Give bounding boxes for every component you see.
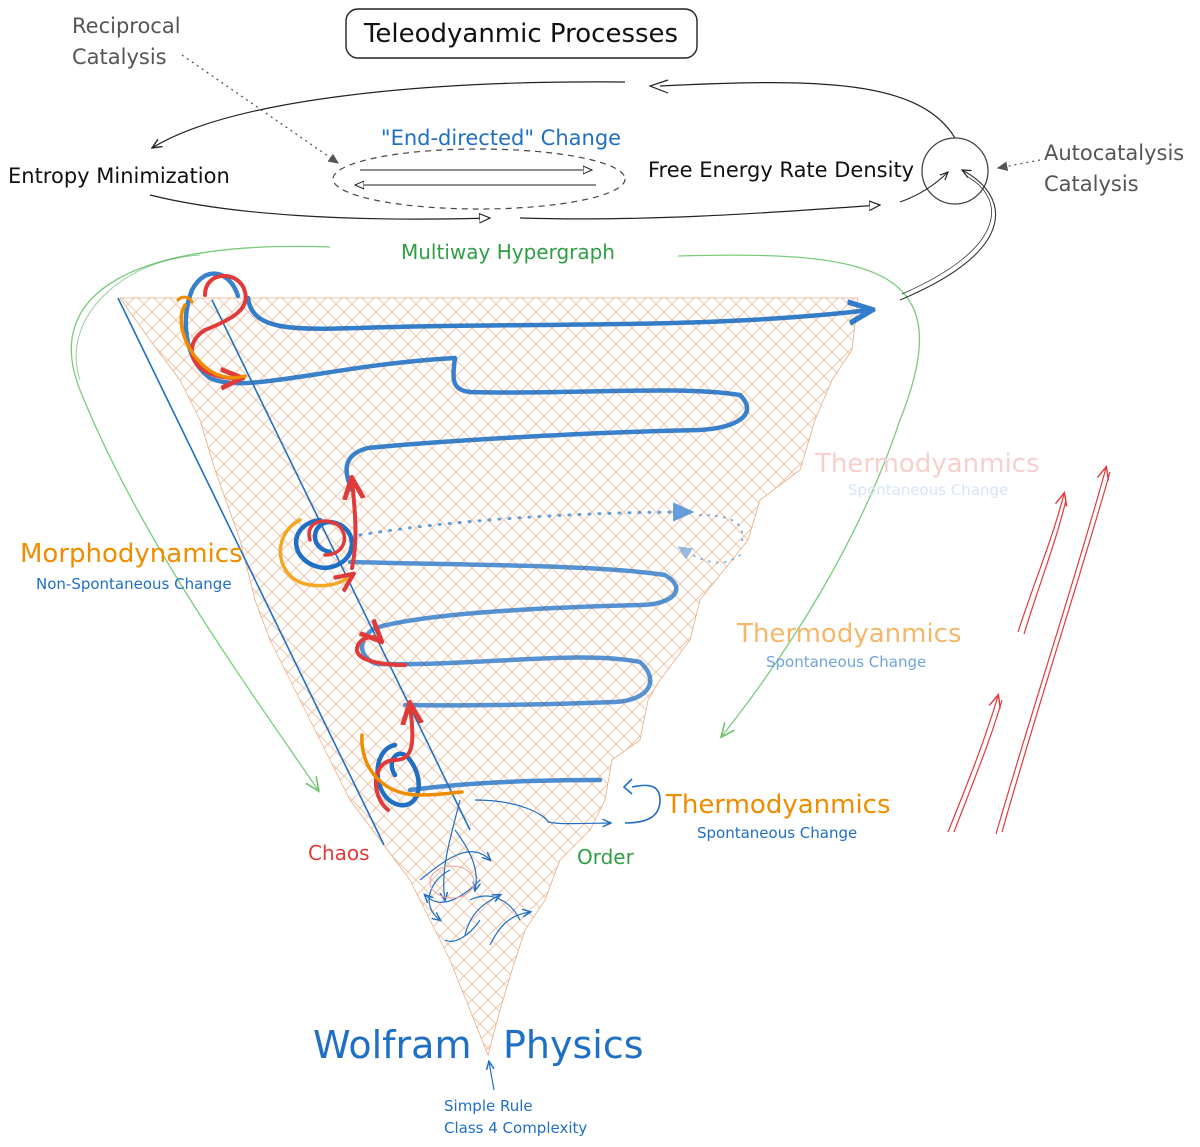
thermo-faint-label: Thermodyanmics [814,449,1040,479]
thermo-main-sub-label: Spontaneous Change [697,824,857,842]
title-box: Teleodyanmic Processes [345,8,698,59]
simple-rule-label: Simple Rule [444,1097,533,1115]
end-directed-ellipse [332,148,626,210]
thermo-mid-label: Thermodyanmics [736,619,962,649]
ascending-arrow-1 [1017,494,1064,633]
bottom-spiral-red [374,705,412,812]
trajectory-dotted-loop-2 [680,548,741,564]
micro-arrow-8 [469,895,521,921]
ascending-arrow-2b [1001,471,1111,833]
top-return-arrow [152,81,626,148]
micro-arrow-10 [444,919,481,942]
lattice-to-node-arrow-2 [901,175,992,295]
wolfram-label: Wolfram [313,1023,471,1067]
ascending-arrow-3 [947,696,998,833]
thermo-bracket-arc [624,784,661,824]
lattice-to-node-arrow [899,170,997,301]
reciprocal-label-2: Catalysis [72,45,167,69]
trajectory-dotted [358,512,690,537]
green-top-accent [75,254,201,381]
micro-arrow-1 [444,799,461,900]
title: Teleodyanmic Processes [363,19,678,49]
thermo-main-label: Thermodyanmics [665,790,891,820]
bottom-spiral [360,705,464,812]
morpho-sub-label: Non-Spontaneous Change [36,575,232,593]
green-right-curve [677,254,921,736]
mid-red-loop [355,637,407,667]
autocatalysis-dotted-arrow [998,159,1041,168]
boundary-line-outer [117,297,385,846]
trajectory-bottom-run [407,777,603,793]
thermo-mid-sub-label: Spontaneous Change [766,653,926,671]
top-right-loop [659,82,956,139]
micro-arrow-7 [428,869,451,920]
micro-arrow-6 [489,912,530,946]
top-spiral [176,273,248,380]
teleodynamic-cycle [149,54,1041,301]
micro-arrow-3 [419,851,490,881]
entropy-to-center-arrow [149,194,490,219]
top-spiral-orange-2 [176,295,194,304]
middle-spiral [278,480,355,586]
bottom-spiral-orange [360,733,464,797]
multiway-label: Multiway Hypergraph [401,240,615,264]
trajectory-top-run [245,295,870,331]
autocatalysis-label-1: Autocatalysis [1044,141,1184,165]
ascending-arrows [947,468,1111,835]
ascending-arrow-1b [1023,499,1067,635]
end-directed-label: "End-directed" Change [381,126,621,150]
micro-red-ring [429,865,475,899]
micro-rule-arrows [419,799,610,1091]
micro-arrow-9 [454,829,476,890]
thermo-bracket-head [622,778,633,795]
ascending-arrow-3b [953,699,1003,833]
top-spiral-orange [179,303,247,380]
green-cycle [70,245,921,790]
chaos-label: Chaos [308,841,370,865]
red-u-turn [355,637,407,667]
reciprocal-dotted-arrow [181,54,338,163]
reciprocal-label-1: Reciprocal [72,14,181,38]
simple-rule-pointer [489,1062,494,1091]
thermo-faint-sub-label: Spontaneous Change [848,481,1008,499]
autocatalysis-node [921,137,989,205]
free-energy-to-node [899,172,948,203]
order-label: Order [577,845,635,869]
title-frame [345,8,698,59]
mid-spiral-red [352,480,355,570]
center-to-free-energy-arrow [519,205,880,220]
micro-arrow-2 [474,799,610,824]
physics-label: Physics [503,1023,644,1067]
ascending-arrow-2 [995,468,1106,835]
trajectory-dotted-loop [699,514,744,543]
mid-spiral-orange [278,518,352,586]
class4-label: Class 4 Complexity [444,1119,587,1137]
free-energy-label: Free Energy Rate Density [648,158,914,182]
morpho-label: Morphodynamics [20,539,243,569]
top-spiral-red [189,273,248,378]
mid-spiral-red-loop [307,519,347,557]
top-arrowhead-left [648,79,669,94]
autocatalysis-label-2: Catalysis [1044,172,1139,196]
thermo-bracket [622,778,661,824]
lattice-region [119,297,859,1057]
mid-spiral-blue [293,517,355,571]
hypergraph-lattice [119,297,859,1057]
entropy-min-label: Entropy Minimization [8,164,230,188]
